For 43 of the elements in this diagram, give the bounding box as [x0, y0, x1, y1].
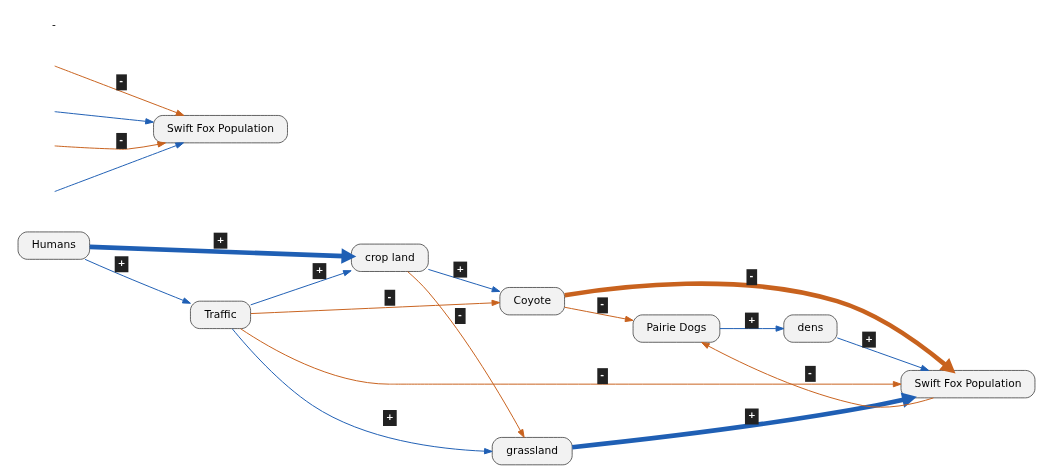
node-box: Traffic: [189, 300, 251, 329]
arrow: [53, 141, 166, 150]
label: -: [51, 17, 56, 31]
edge-label: +: [315, 265, 323, 276]
arrow: [718, 325, 784, 332]
edge-label: -: [118, 76, 123, 87]
node-box: grassland: [491, 437, 573, 466]
edge-label: -: [387, 291, 391, 302]
edge-label: -: [807, 367, 812, 378]
edge-label: +: [216, 234, 224, 245]
node-box: Swift Fox Population: [152, 115, 288, 144]
edge-label: -: [599, 370, 604, 381]
arrow: [836, 337, 929, 371]
node-box: Swift Fox Population: [900, 370, 1035, 399]
edge-label: +: [117, 258, 125, 269]
edge-label: -: [749, 271, 753, 282]
edge-label: +: [455, 263, 464, 274]
arrow: [571, 392, 917, 450]
arrow: [53, 111, 154, 125]
arrow: [563, 281, 956, 374]
arrow: [406, 271, 525, 438]
node-box: crop land: [350, 243, 429, 272]
edge-label: -: [118, 134, 123, 145]
node-box: Pairie Dogs: [632, 314, 720, 343]
arrow: [427, 268, 500, 293]
arrow: [249, 270, 352, 306]
arrow: [231, 328, 493, 455]
arrow: [700, 341, 934, 408]
node-box: Humans: [17, 231, 90, 260]
edge-label: -: [457, 310, 462, 320]
node-box: Coyote: [499, 287, 565, 316]
edge-label: -: [599, 299, 604, 310]
arrow: [89, 244, 356, 264]
node-box: dens: [782, 314, 837, 343]
arrow: [249, 299, 500, 315]
edge-label: +: [747, 410, 756, 421]
edge-label: +: [385, 411, 394, 422]
arrow: [563, 306, 633, 323]
arrow: [53, 65, 184, 116]
edge-label: +: [747, 314, 756, 325]
edge-label: +: [864, 333, 873, 344]
arrow: [53, 142, 184, 192]
arrow: [239, 328, 901, 388]
